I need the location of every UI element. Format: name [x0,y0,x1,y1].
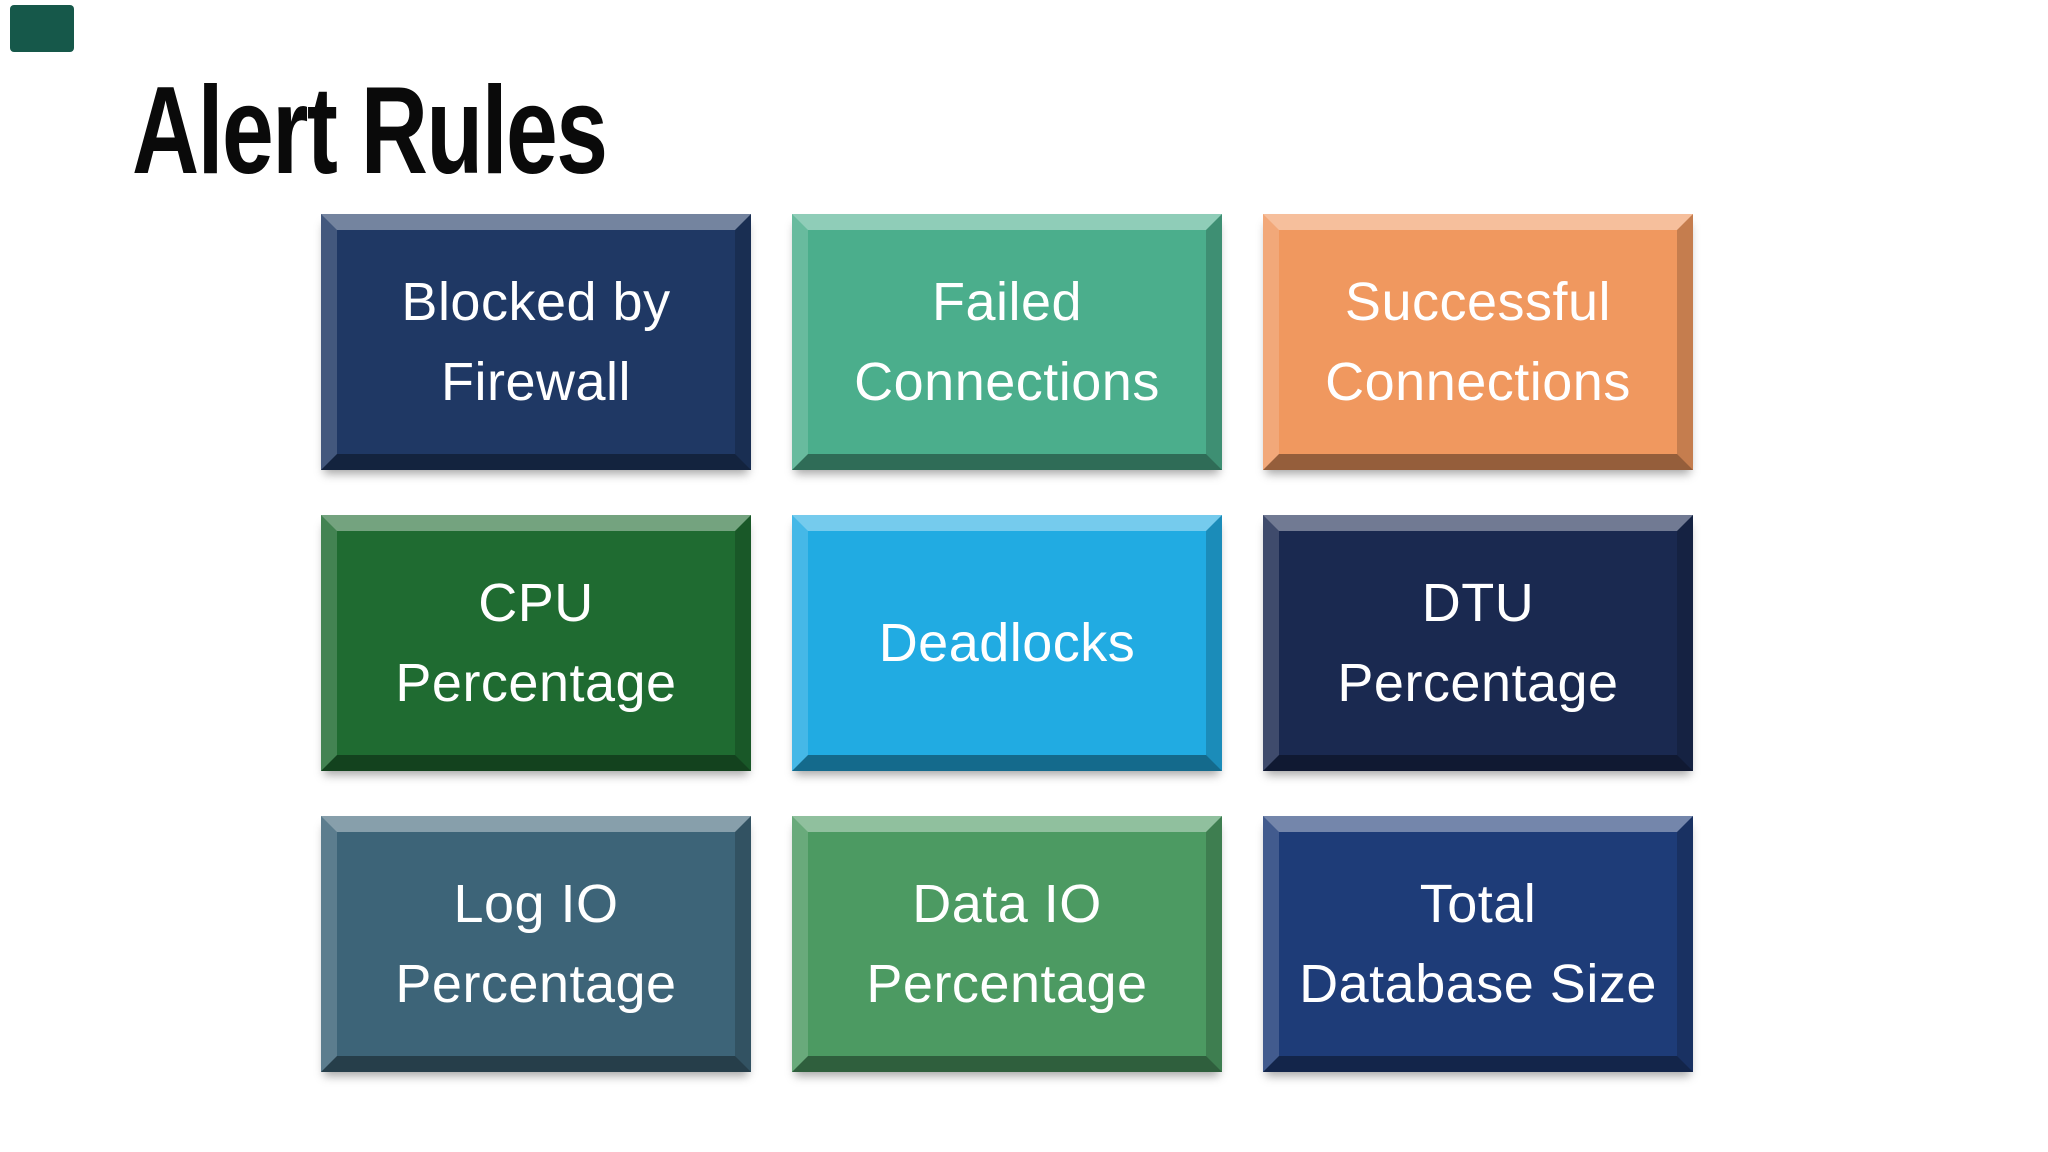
alert-rule-box-cpu-percentage: CPU Percentage [321,515,751,771]
alert-rule-label: Successful Connections [1325,272,1631,412]
alert-rule-box-dtu-percentage: DTU Percentage [1263,515,1693,771]
alert-rule-label: Total Database Size [1299,874,1657,1014]
alert-rules-grid: Blocked by Firewall Failed Connections S… [321,214,1693,1072]
alert-rule-box-log-io-percentage: Log IO Percentage [321,816,751,1072]
alert-rule-box-data-io-percentage: Data IO Percentage [792,816,1222,1072]
alert-rule-label: Data IO Percentage [866,874,1148,1014]
alert-rule-label: Blocked by Firewall [401,272,671,412]
alert-rule-box-deadlocks: Deadlocks [792,515,1222,771]
alert-rule-label: Deadlocks [878,613,1136,673]
alert-rule-label: Log IO Percentage [395,874,677,1014]
alert-rule-label: DTU Percentage [1337,573,1619,713]
alert-rule-box-failed-connections: Failed Connections [792,214,1222,470]
alert-rule-box-blocked-by-firewall: Blocked by Firewall [321,214,751,470]
alert-rule-box-successful-connections: Successful Connections [1263,214,1693,470]
corner-accent [10,5,74,52]
page-title: Alert Rules [132,62,608,200]
alert-rule-box-total-database-size: Total Database Size [1263,816,1693,1072]
alert-rule-label: Failed Connections [854,272,1160,412]
alert-rule-label: CPU Percentage [395,573,677,713]
